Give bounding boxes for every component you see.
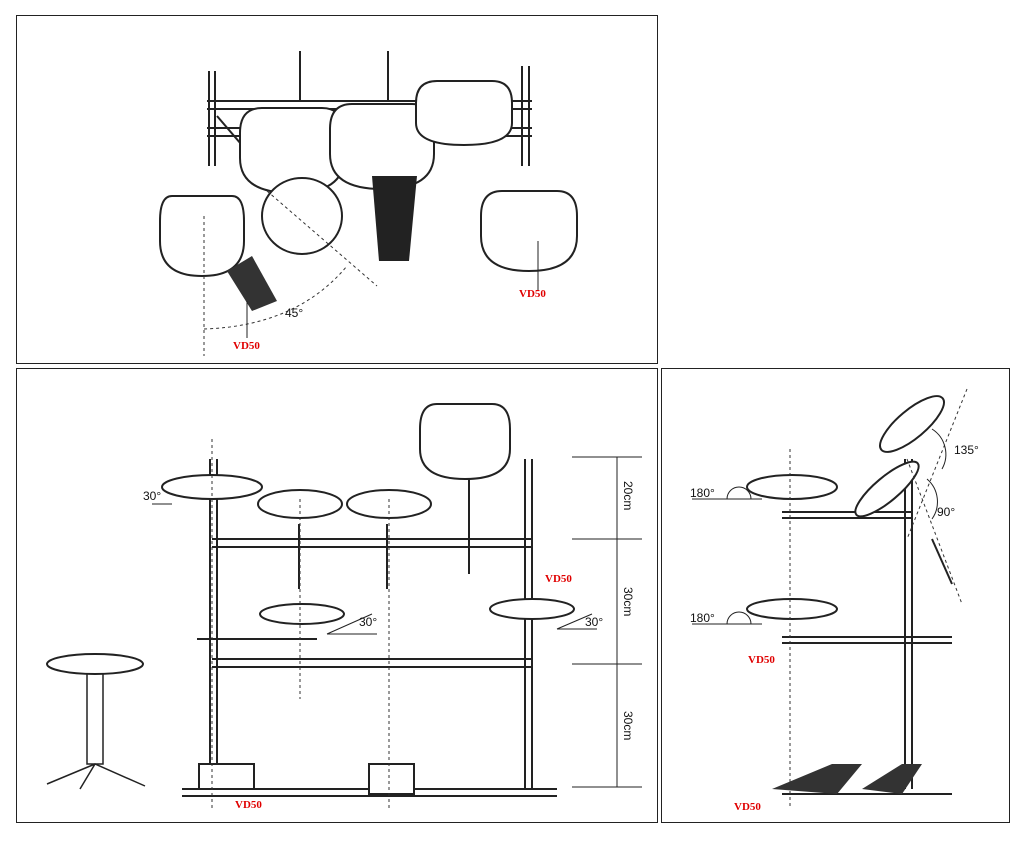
side-view-panel: 180° 135° 90° 180° VD50 VD50 (661, 368, 1010, 823)
dimension-30cm: 30cm (621, 587, 635, 617)
angle-label-180: 180° (690, 611, 715, 625)
vd50-label: VD50 (545, 573, 572, 585)
angle-label-90: 90° (937, 505, 956, 519)
angle-label-135: 135° (954, 443, 979, 457)
angle-label-30: 30° (359, 615, 378, 629)
angle-label-180: 180° (690, 486, 715, 500)
vd50-label: VD50 (734, 801, 761, 813)
vd50-label: VD50 (519, 288, 546, 300)
front-view-panel: 30° 30° 30° 20cm 30cm 30cm VD50 VD50 (16, 368, 658, 823)
dimension-20cm: 20cm (621, 481, 635, 511)
side-view-drawing (692, 388, 968, 809)
front-view-drawing (46, 403, 642, 809)
dimension-30cm: 30cm (621, 711, 635, 741)
angle-label-30: 30° (585, 615, 604, 629)
vd50-label: VD50 (748, 654, 775, 666)
angle-label-45: 45° (285, 306, 304, 320)
top-view-panel: 45° VD50 VD50 (16, 15, 658, 364)
angle-label-30: 30° (143, 489, 162, 503)
vd50-label: VD50 (235, 799, 262, 811)
top-view-drawing (159, 51, 578, 356)
vd50-label: VD50 (233, 340, 260, 352)
